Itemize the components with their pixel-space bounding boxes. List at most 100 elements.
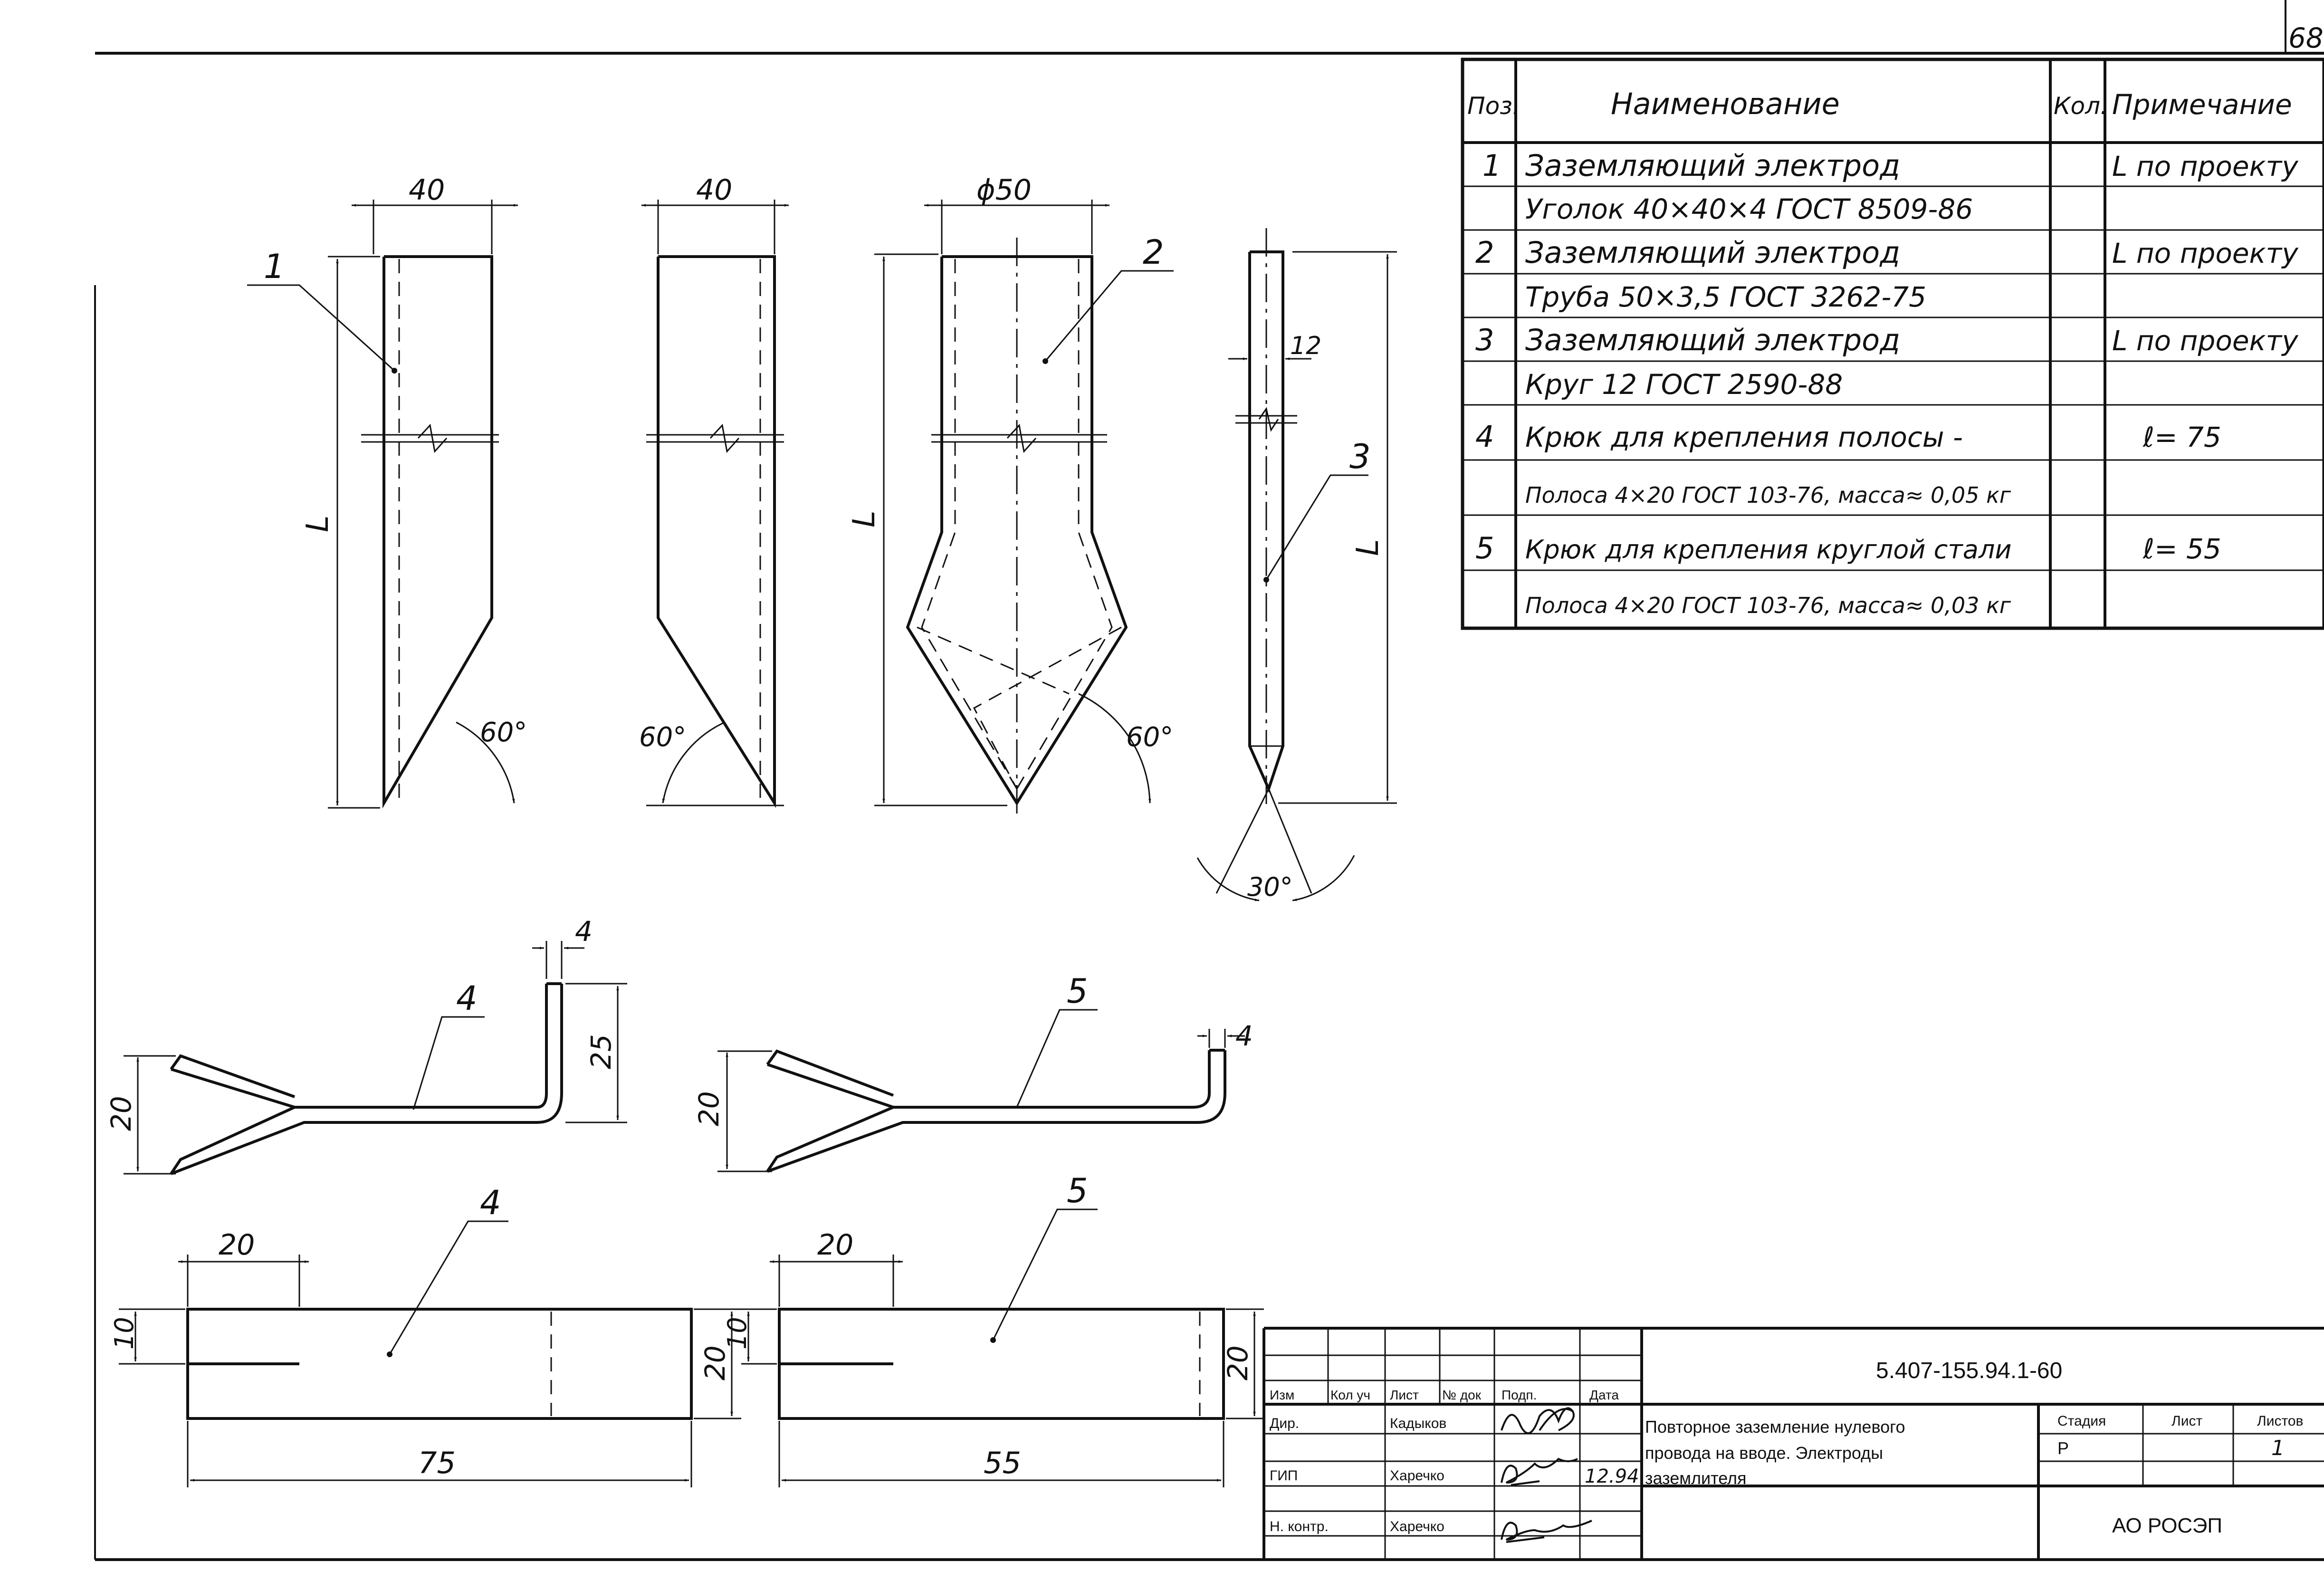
spec-row-2-note: L по проекту	[2112, 237, 2298, 269]
title-stage-label: Стадия	[2057, 1413, 2106, 1429]
strip5-dim-55: 55	[984, 1446, 1021, 1480]
spec-row-2b-name: Труба 50×3,5 ГОСТ 3262-75	[1525, 281, 1926, 313]
strip4-dim-20-side: 20	[699, 1345, 731, 1380]
hook4-pos-label: 4	[456, 979, 478, 1018]
spec-row-3-name: Заземляющий электрод	[1525, 323, 1900, 357]
spec-row-5b-name: Полоса 4×20 ГОСТ 103-76, масса≈ 0,03 кг	[1525, 593, 2011, 618]
electrode-3-pos-label: 3	[1349, 437, 1371, 476]
title-line3: заземлителя	[1645, 1468, 1747, 1488]
title-sheets-label: Листов	[2257, 1413, 2303, 1429]
spec-table: Поз. Наименование Кол. Примечание 1 Зазе…	[1461, 57, 2324, 630]
leader-dot	[1263, 577, 1269, 583]
electrode-1b-dim-40: 40	[696, 173, 732, 207]
title-role-nkontr: Н. контр.	[1270, 1519, 1329, 1534]
hook5-dim-20: 20	[693, 1091, 725, 1126]
spec-row-4-note: ℓ= 75	[2142, 421, 2221, 453]
electrode-1b-angle-60: 60°	[639, 722, 686, 753]
leader-dot	[990, 1337, 996, 1343]
electrode-3-dim-12: 12	[1290, 332, 1321, 360]
hook4-dim-4: 4	[575, 915, 593, 948]
electrode-1-angle-view-a: 40 1 L 60°	[247, 173, 527, 809]
title-col-izm: Изм	[1270, 1388, 1294, 1402]
spec-row-1-name: Заземляющий электрод	[1525, 148, 1900, 183]
spec-row-5-note: ℓ= 55	[2142, 533, 2221, 565]
electrode-2-angle-60: 60°	[1126, 722, 1173, 753]
title-name-dir: Кадыков	[1390, 1416, 1446, 1431]
title-role-gip: ГИП	[1270, 1468, 1298, 1484]
hook-4: 4 4 20 25	[105, 915, 627, 1175]
title-stage-value: Р	[2057, 1438, 2069, 1458]
spec-header-name: Наименование	[1611, 86, 1840, 121]
title-col-data: Дата	[1589, 1388, 1619, 1402]
electrode-3-round: 12 3 L 30°	[1196, 228, 1397, 902]
title-date-gip: 12.94	[1585, 1466, 1639, 1487]
hook5-dim-4: 4	[1235, 1020, 1253, 1052]
strip5-dim-10: 10	[722, 1317, 752, 1350]
title-name-gip: Харечко	[1390, 1468, 1444, 1484]
signature-gip	[1501, 1457, 1578, 1486]
spec-row-2-pos: 2	[1475, 235, 1494, 270]
title-name-nkontr: Харечко	[1390, 1519, 1444, 1534]
spec-header-note: Примечание	[2112, 88, 2292, 121]
strip4-dim-75: 75	[418, 1446, 456, 1480]
title-organization: АО РОСЭП	[2112, 1514, 2222, 1537]
spec-row-1-note: L по проекту	[2112, 150, 2298, 182]
electrode-1-angle-60: 60°	[480, 717, 527, 748]
spec-row-3b-name: Круг 12 ГОСТ 2590-88	[1525, 368, 1843, 401]
title-line2: провода на вводе. Электроды	[1645, 1443, 1883, 1463]
spec-row-3-pos: 3	[1475, 323, 1494, 357]
spec-row-4-name: Крюк для крепления полосы -	[1525, 421, 1963, 453]
electrode-3-dim-L: L	[1350, 539, 1386, 556]
title-col-list: Лист	[1390, 1388, 1419, 1402]
strip4-pos-label: 4	[480, 1183, 501, 1222]
title-sheet-label: Лист	[2171, 1413, 2202, 1429]
hook5-pos-label: 5	[1067, 972, 1088, 1011]
strip4-dim-10: 10	[109, 1317, 139, 1350]
hook-5: 5 4 20	[693, 972, 1253, 1173]
electrode-1-angle-view-b: 40 60°	[639, 173, 789, 808]
electrode-2-dim-L: L	[847, 510, 882, 527]
strip-4-blank: 4 20 10 20 75	[109, 1183, 741, 1487]
electrode-3-angle-30: 30°	[1247, 872, 1293, 902]
sheet-number: 68	[2288, 22, 2324, 54]
spec-row-5-name: Крюк для крепления круглой стали	[1525, 535, 2011, 565]
title-doc-code: 5.407-155.94.1-60	[1876, 1358, 2062, 1383]
electrode-2-pos-label: 2	[1143, 233, 1164, 272]
spec-header-pos: Поз.	[1467, 92, 1520, 120]
title-sheets-value: 1	[2271, 1436, 2285, 1460]
spec-row-4-pos: 4	[1475, 419, 1494, 454]
strip5-pos-label: 5	[1067, 1171, 1088, 1210]
spec-header-qty: Кол.	[2054, 92, 2108, 120]
electrode-2-pipe: ϕ50 2 L 60°	[847, 173, 1174, 817]
strip5-dim-20-side: 20	[1222, 1345, 1254, 1380]
title-col-kol-uch: Кол уч	[1330, 1388, 1370, 1402]
title-line1: Повторное заземление нулевого	[1645, 1417, 1905, 1437]
leader-dot	[387, 1351, 392, 1357]
title-col-n-dok: № док	[1442, 1388, 1482, 1402]
sheet-frame	[94, 0, 2324, 1561]
signature-nkontr	[1501, 1520, 1592, 1543]
spec-row-1-pos: 1	[1482, 148, 1501, 183]
hook4-dim-25: 25	[585, 1034, 617, 1069]
title-col-podp: Подп.	[1502, 1388, 1537, 1402]
spec-row-1b-name: Уголок 40×40×4 ГОСТ 8509-86	[1525, 193, 1973, 225]
hook4-dim-20: 20	[105, 1096, 137, 1131]
spec-row-3-note: L по проекту	[2112, 325, 2298, 357]
title-block: 5.407-155.94.1-60 Изм Кол уч Лист № док …	[1262, 1327, 2324, 1560]
leader-dot	[392, 368, 397, 374]
spec-row-2-name: Заземляющий электрод	[1525, 235, 1900, 270]
electrode-1-dim-40: 40	[409, 173, 445, 207]
signature-dir	[1501, 1407, 1575, 1434]
title-role-dir: Дир.	[1270, 1416, 1299, 1431]
electrode-1-pos-label: 1	[264, 247, 285, 286]
electrode-1-dim-L: L	[300, 515, 335, 532]
strip-5-blank: 5 20 10 20 55	[722, 1171, 1264, 1487]
strip5-dim-20-top: 20	[817, 1228, 853, 1262]
spec-row-5-pos: 5	[1475, 531, 1494, 565]
spec-row-4b-name: Полоса 4×20 ГОСТ 103-76, масса≈ 0,05 кг	[1525, 482, 2011, 508]
strip4-dim-20-top: 20	[219, 1228, 255, 1262]
leader-dot	[1042, 358, 1048, 364]
electrode-2-dim-d50: ϕ50	[976, 173, 1032, 207]
